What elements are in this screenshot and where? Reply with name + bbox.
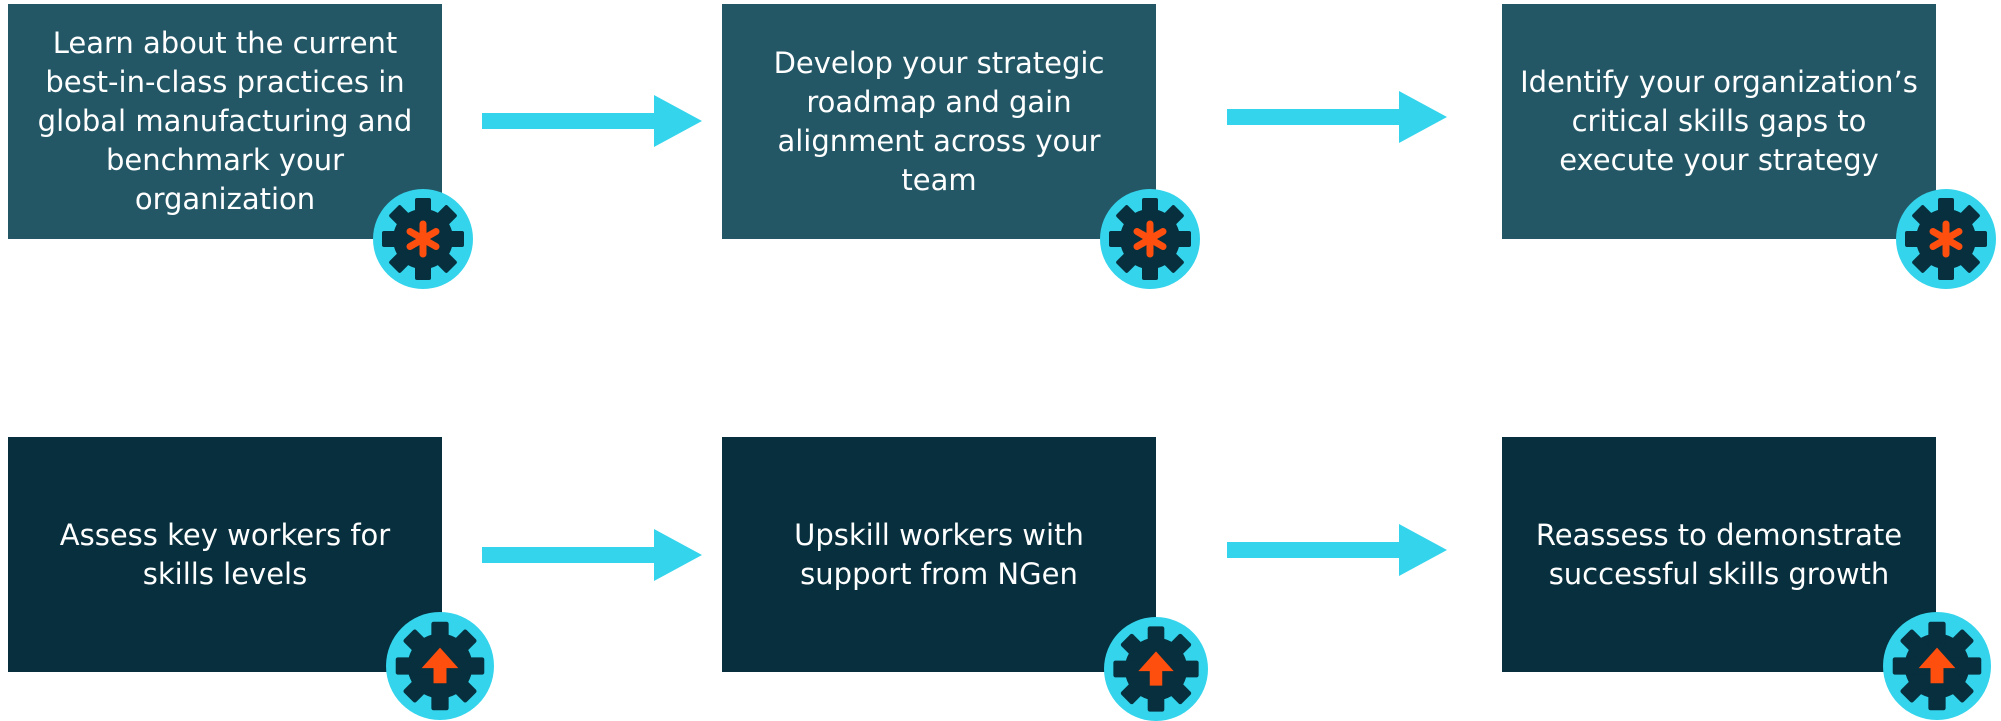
step-text: Upskill workers with support from NGen: [794, 517, 1084, 591]
gear-asterisk-icon: [373, 189, 473, 289]
gear-up-arrow-icon: [386, 612, 494, 720]
arrow-right-icon: [1227, 91, 1447, 143]
arrow-right-icon: [482, 95, 702, 147]
step-box: Upskill workers with support from NGen: [722, 437, 1156, 672]
step-box: Reassess to demonstrate successful skill…: [1502, 437, 1936, 672]
step-box: Learn about the current best-in-class pr…: [8, 4, 442, 239]
step-text: Assess key workers for skills levels: [59, 517, 391, 591]
step-text: Learn about the current best-in-class pr…: [37, 26, 413, 216]
step-box: Identify your organization’s critical sk…: [1502, 4, 1936, 239]
gear-asterisk-icon: [1100, 189, 1200, 289]
gear-up-arrow-icon: [1104, 617, 1208, 721]
step-text: Develop your strategic roadmap and gain …: [773, 45, 1105, 197]
gear-up-arrow-icon: [1883, 612, 1991, 720]
step-text: Identify your organization’s critical sk…: [1520, 65, 1918, 177]
arrow-right-icon: [1227, 524, 1447, 576]
step-text: Reassess to demonstrate successful skill…: [1535, 517, 1903, 591]
step-box: Develop your strategic roadmap and gain …: [722, 4, 1156, 239]
step-box: Assess key workers for skills levels: [8, 437, 442, 672]
gear-asterisk-icon: [1896, 189, 1996, 289]
arrow-right-icon: [482, 529, 702, 581]
